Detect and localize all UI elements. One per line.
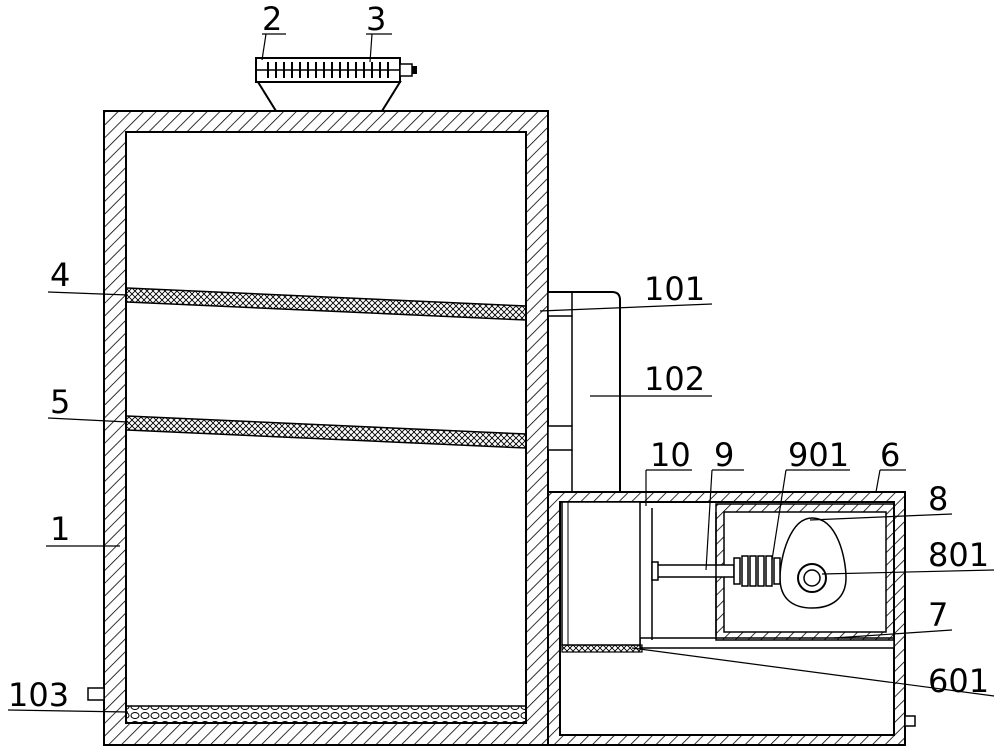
feed-hopper [256, 81, 402, 112]
crushing-roller [255, 57, 417, 83]
label-3: 3 [366, 0, 386, 38]
discharge-pipe [547, 291, 621, 492]
label-1: 1 [50, 510, 70, 548]
label-601: 601 [928, 662, 989, 700]
label-7: 7 [928, 596, 948, 634]
label-102: 102 [644, 360, 705, 398]
label-10: 10 [650, 436, 691, 474]
label-5: 5 [50, 383, 70, 421]
label-103: 103 [8, 676, 69, 714]
bottom-filter-layer [125, 705, 527, 724]
label-4: 4 [50, 256, 70, 294]
spring-901 [733, 555, 781, 587]
sliding-plate-10 [561, 501, 641, 646]
callout-labels: 2 3 4 5 1 103 101 102 10 9 901 6 8 801 7… [8, 0, 989, 714]
leader-lines [7, 33, 995, 713]
push-rod-9 [651, 508, 735, 640]
label-801: 801 [928, 536, 989, 574]
label-901: 901 [788, 436, 849, 474]
label-8: 8 [928, 480, 948, 518]
screen-4 [125, 287, 527, 321]
screen-5 [125, 415, 527, 449]
side-tank [547, 491, 916, 746]
label-6: 6 [880, 436, 900, 474]
label-101: 101 [644, 270, 705, 308]
outlet-103 [87, 687, 105, 701]
label-2: 2 [262, 0, 282, 38]
label-9: 9 [714, 436, 734, 474]
filter-601 [561, 644, 643, 653]
